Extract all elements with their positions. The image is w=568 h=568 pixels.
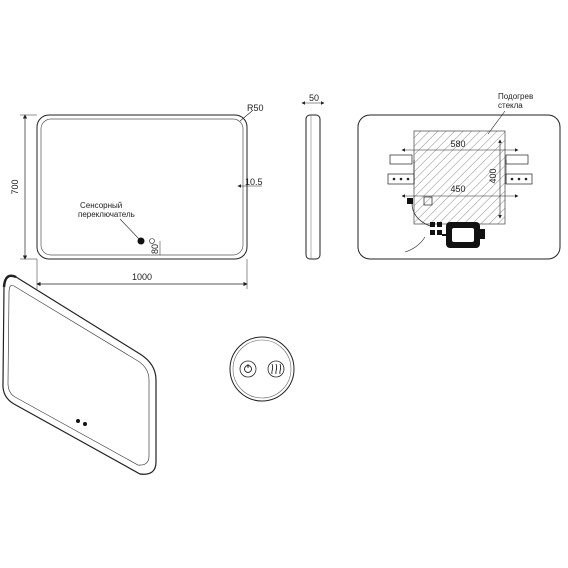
switch-label-line1: Сенсорный <box>80 201 122 210</box>
heater-label-line1: Подогрев <box>498 92 533 101</box>
radius-label: R50 <box>247 103 264 113</box>
mirror-perspective-outer <box>2 275 157 475</box>
heater-pad <box>413 130 506 225</box>
switch-leader <box>119 218 140 240</box>
perspective-switch-secondary-icon <box>83 422 87 426</box>
heater-leader <box>487 110 506 135</box>
switch-detail-inner <box>232 339 292 399</box>
left-bracket <box>387 154 415 185</box>
power-icon <box>239 360 257 378</box>
switch-detail <box>229 336 295 402</box>
side-profile <box>305 114 321 260</box>
switch-offset-label: 80 <box>150 244 160 254</box>
perspective-switch-icon <box>76 419 80 423</box>
mirror-perspective-inner <box>7 284 150 466</box>
heater-height-label: 400 <box>488 168 498 183</box>
switch-label-line2: переключатель <box>78 210 135 219</box>
switch-detail-outer <box>229 336 295 402</box>
perspective-view <box>2 274 157 475</box>
inset-label: 10.5 <box>245 177 263 187</box>
wiring <box>404 196 442 253</box>
heater-label-line2: стекла <box>498 101 523 110</box>
power-supply-icon <box>442 222 485 248</box>
mount-spacing-label: 450 <box>450 184 465 194</box>
touch-switch-icon <box>137 237 145 245</box>
front-view: 700 1000 R50 10.5 Сенсорный переключател… <box>10 103 264 289</box>
height-label: 700 <box>10 179 20 194</box>
heater-width-label: 580 <box>450 139 465 149</box>
width-label: 1000 <box>132 272 152 282</box>
side-view: 50 <box>301 93 325 260</box>
mirror-inner-outline <box>40 118 244 256</box>
back-view: Подогрев стекла 580 400 450 <box>357 92 561 260</box>
mirror-outer-outline <box>36 114 248 260</box>
touch-switch-secondary-icon <box>149 238 155 244</box>
right-bracket <box>505 154 533 185</box>
defog-icon <box>267 360 285 378</box>
mirror-edge-shadow <box>2 274 17 288</box>
depth-label: 50 <box>309 93 319 103</box>
radius-leader <box>239 110 253 122</box>
back-outline <box>357 114 561 260</box>
